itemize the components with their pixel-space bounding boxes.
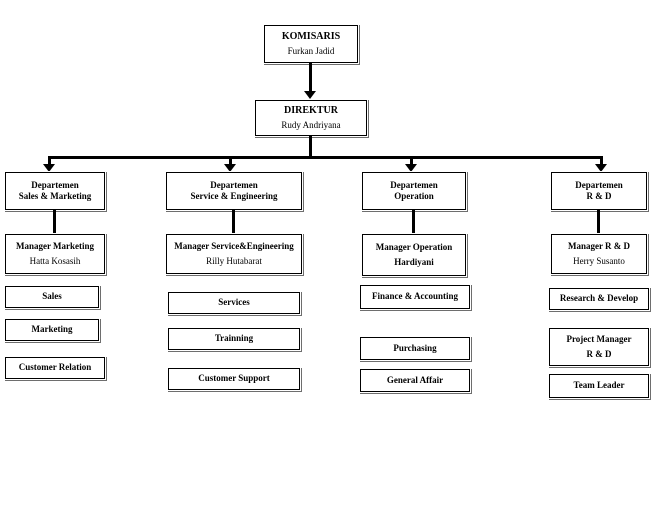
unit-4-2-label: Project Manager: [566, 334, 632, 345]
department-4-line1: Departemen: [575, 179, 623, 190]
unit-4-2-label2: R & D: [586, 348, 612, 359]
unit-2-1-label: Services: [218, 297, 250, 308]
arrow-department-1: [43, 164, 55, 172]
department-1-line2: Sales & Marketing: [18, 191, 92, 201]
node-unit-research-develop[interactable]: Research & Develop: [548, 287, 650, 311]
node-manager-service-engineering[interactable]: Manager Service&Engineering Rilly Hutaba…: [165, 233, 303, 275]
connector-dept2-manager: [232, 210, 235, 234]
node-unit-team-leader[interactable]: Team Leader: [548, 373, 650, 399]
arrow-department-4: [595, 164, 607, 172]
node-komisaris[interactable]: KOMISARIS Furkan Jadid: [263, 24, 359, 64]
arrow-department-2: [224, 164, 236, 172]
department-1-line1: Departemen: [31, 179, 79, 190]
node-unit-marketing[interactable]: Marketing: [4, 318, 100, 342]
connector-direktur-bus: [309, 136, 312, 158]
node-unit-sales[interactable]: Sales: [4, 285, 100, 309]
komisaris-name: Furkan Jadid: [287, 46, 335, 57]
node-unit-general-affair[interactable]: General Affair: [359, 368, 471, 393]
unit-4-3-label: Team Leader: [573, 380, 625, 391]
unit-2-3-label: Customer Support: [198, 373, 270, 384]
arrow-department-3: [405, 164, 417, 172]
manager-2-role: Manager Service&Engineering: [174, 241, 294, 252]
manager-4-role: Manager R & D: [567, 241, 631, 252]
connector-bus-drop-3: [410, 156, 413, 167]
connector-bus-drop-4: [600, 156, 603, 167]
manager-3-role: Manager Operation: [375, 242, 453, 253]
node-department-service-engineering[interactable]: Departemen Service & Engineering: [165, 171, 303, 211]
manager-1-name: Hatta Kosasih: [29, 255, 81, 266]
node-manager-rd[interactable]: Manager R & D Herry Susanto: [550, 233, 648, 275]
node-unit-customer-relation[interactable]: Customer Relation: [4, 356, 106, 380]
node-direktur[interactable]: DIREKTUR Rudy Andriyana: [254, 99, 368, 137]
connector-dept1-manager: [53, 210, 56, 234]
manager-1-role: Manager Marketing: [15, 241, 95, 252]
manager-2-name: Rilly Hutabarat: [206, 255, 262, 266]
department-3-line2: Operation: [394, 191, 434, 201]
node-unit-project-manager-rd[interactable]: Project Manager R & D: [548, 327, 650, 367]
connector-komisaris-direktur: [309, 63, 312, 94]
unit-1-2-label: Marketing: [31, 324, 73, 335]
direktur-role: DIREKTUR: [284, 104, 338, 116]
manager-4-name: Herry Susanto: [573, 255, 625, 266]
node-manager-operation[interactable]: Manager Operation Hardiyani: [361, 233, 467, 277]
department-2-line1: Departemen: [210, 179, 258, 190]
node-unit-purchasing[interactable]: Purchasing: [359, 336, 471, 361]
node-unit-finance-accounting[interactable]: Finance & Accounting: [359, 284, 471, 310]
node-unit-services[interactable]: Services: [167, 291, 301, 315]
unit-3-2-label: Purchasing: [393, 342, 437, 353]
direktur-name: Rudy Andriyana: [281, 120, 341, 131]
arrow-komisaris-direktur: [304, 91, 316, 99]
connector-dept3-manager: [412, 210, 415, 234]
node-department-sales-marketing[interactable]: Departemen Sales & Marketing: [4, 171, 106, 211]
connector-dept4-manager: [597, 210, 600, 234]
node-department-operation[interactable]: Departemen Operation: [361, 171, 467, 211]
unit-3-1-label: Finance & Accounting: [371, 291, 458, 302]
node-unit-customer-support[interactable]: Customer Support: [167, 367, 301, 391]
connector-bus-drop-1: [48, 156, 51, 167]
komisaris-role: KOMISARIS: [281, 30, 341, 42]
node-unit-trainning[interactable]: Trainning: [167, 327, 301, 351]
connector-bus-drop-2: [229, 156, 232, 167]
manager-3-name: Hardiyani: [394, 256, 434, 267]
unit-2-2-label: Trainning: [214, 333, 254, 344]
unit-4-1-label: Research & Develop: [559, 293, 639, 304]
department-3-line1: Departemen: [390, 179, 438, 190]
department-2-line2: Service & Engineering: [190, 191, 278, 201]
unit-1-1-label: Sales: [42, 291, 62, 302]
connector-horizontal-bus: [48, 156, 603, 159]
unit-3-3-label: General Affair: [386, 374, 444, 385]
unit-1-3-label: Customer Relation: [18, 362, 92, 373]
node-department-rd[interactable]: Departemen R & D: [550, 171, 648, 211]
department-4-line2: R & D: [586, 191, 612, 201]
node-manager-marketing[interactable]: Manager Marketing Hatta Kosasih: [4, 233, 106, 275]
